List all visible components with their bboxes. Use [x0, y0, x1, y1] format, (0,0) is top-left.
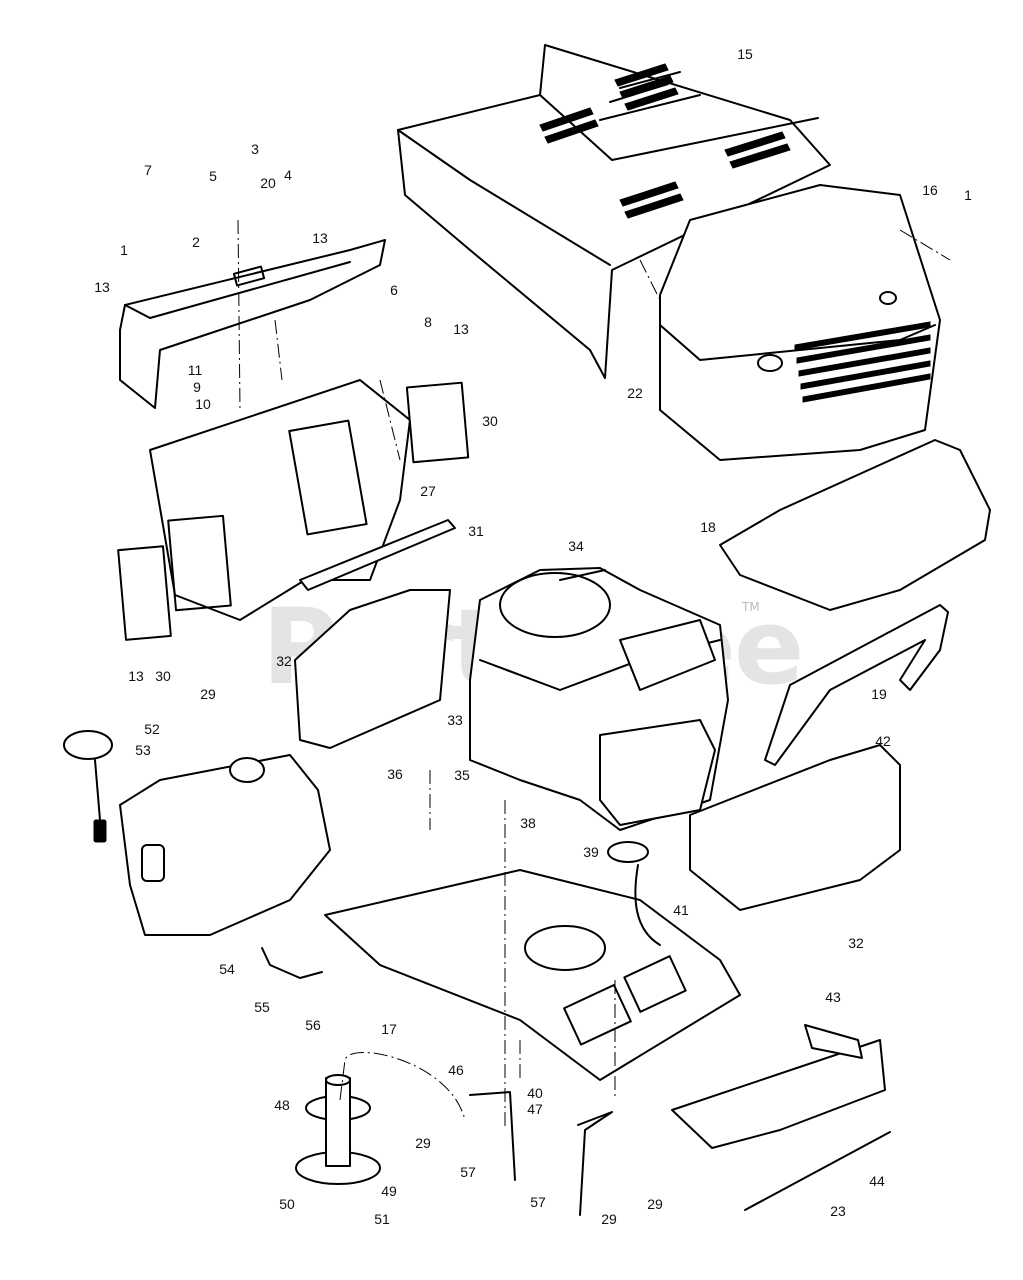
- hood-part-15: [397, 44, 831, 379]
- battery-box-part-42: [689, 744, 901, 911]
- drag-link-part-44: [744, 1131, 891, 1211]
- callout-10: 10: [195, 396, 211, 412]
- grille-part-16: [659, 184, 941, 461]
- callout-29: 29: [200, 686, 216, 702]
- cover-part-30-right: [405, 381, 470, 464]
- bracket-part-19: [764, 604, 949, 766]
- callout-6: 6: [390, 282, 398, 298]
- callout-52: 52: [144, 721, 160, 737]
- dash-panel-part-6: [119, 239, 386, 409]
- callout-53: 53: [135, 742, 151, 758]
- gas-cap-part-52: [63, 730, 113, 843]
- callout-32: 32: [276, 653, 292, 669]
- callout-13: 13: [453, 321, 469, 337]
- callout-22: 22: [627, 385, 643, 401]
- callout-49: 49: [381, 1183, 397, 1199]
- callout-44: 44: [869, 1173, 885, 1189]
- tower-part-27: [149, 379, 411, 621]
- hose-part-55: [261, 947, 323, 979]
- axle-bracket-part-43: [804, 1024, 863, 1059]
- callout-36: 36: [387, 766, 403, 782]
- callout-50: 50: [279, 1196, 295, 1212]
- shield-part-33: [294, 589, 451, 749]
- callout-54: 54: [219, 961, 235, 977]
- callout-30: 30: [482, 413, 498, 429]
- callout-18: 18: [700, 519, 716, 535]
- callout-20: 20: [260, 175, 276, 191]
- callout-17: 17: [381, 1021, 397, 1037]
- callout-2: 2: [192, 234, 200, 250]
- callout-13: 13: [128, 668, 144, 684]
- callout-13: 13: [312, 230, 328, 246]
- callout-8: 8: [424, 314, 432, 330]
- callout-9: 9: [193, 379, 201, 395]
- callout-33: 33: [447, 712, 463, 728]
- callout-4: 4: [284, 167, 292, 183]
- callout-3: 3: [251, 141, 259, 157]
- pulley-part-48: [295, 1074, 381, 1185]
- callout-29: 29: [601, 1211, 617, 1227]
- callout-29: 29: [415, 1135, 431, 1151]
- cover-part-30-left: [117, 545, 172, 641]
- callout-34: 34: [568, 538, 584, 554]
- callout-19: 19: [871, 686, 887, 702]
- callout-7: 7: [144, 162, 152, 178]
- callout-32: 32: [848, 935, 864, 951]
- callout-43: 43: [825, 989, 841, 1005]
- callout-31: 31: [468, 523, 484, 539]
- callout-39: 39: [583, 844, 599, 860]
- callout-47: 47: [527, 1101, 543, 1117]
- watermark-tm: TM: [742, 600, 760, 614]
- support-part-31: [299, 519, 456, 591]
- callout-57: 57: [460, 1164, 476, 1180]
- callout-29: 29: [647, 1196, 663, 1212]
- callout-16: 16: [922, 182, 938, 198]
- callout-11: 11: [187, 362, 203, 378]
- callout-27: 27: [420, 483, 436, 499]
- callout-41: 41: [673, 902, 689, 918]
- screen-part-18: [719, 439, 991, 611]
- callout-23: 23: [830, 1203, 846, 1219]
- callout-35: 35: [454, 767, 470, 783]
- callout-38: 38: [520, 815, 536, 831]
- callout-1: 1: [964, 187, 972, 203]
- callout-57: 57: [530, 1194, 546, 1210]
- callout-40: 40: [527, 1085, 543, 1101]
- callout-42: 42: [875, 733, 891, 749]
- fuel-tank-part-53: [119, 754, 331, 936]
- frame: [324, 869, 741, 1081]
- callout-5: 5: [209, 168, 217, 184]
- callout-13: 13: [94, 279, 110, 295]
- callout-55: 55: [254, 999, 270, 1015]
- pipe-part-41: [634, 864, 661, 946]
- callout-51: 51: [374, 1211, 390, 1227]
- engine-part-34: [469, 567, 729, 831]
- callout-46: 46: [448, 1062, 464, 1078]
- callout-56: 56: [305, 1017, 321, 1033]
- callout-30: 30: [155, 668, 171, 684]
- callout-48: 48: [274, 1097, 290, 1113]
- callout-15: 15: [737, 46, 753, 62]
- callout-1: 1: [120, 242, 128, 258]
- shift-rods-part-57: [469, 1091, 613, 1216]
- flange-part-39: [607, 841, 649, 863]
